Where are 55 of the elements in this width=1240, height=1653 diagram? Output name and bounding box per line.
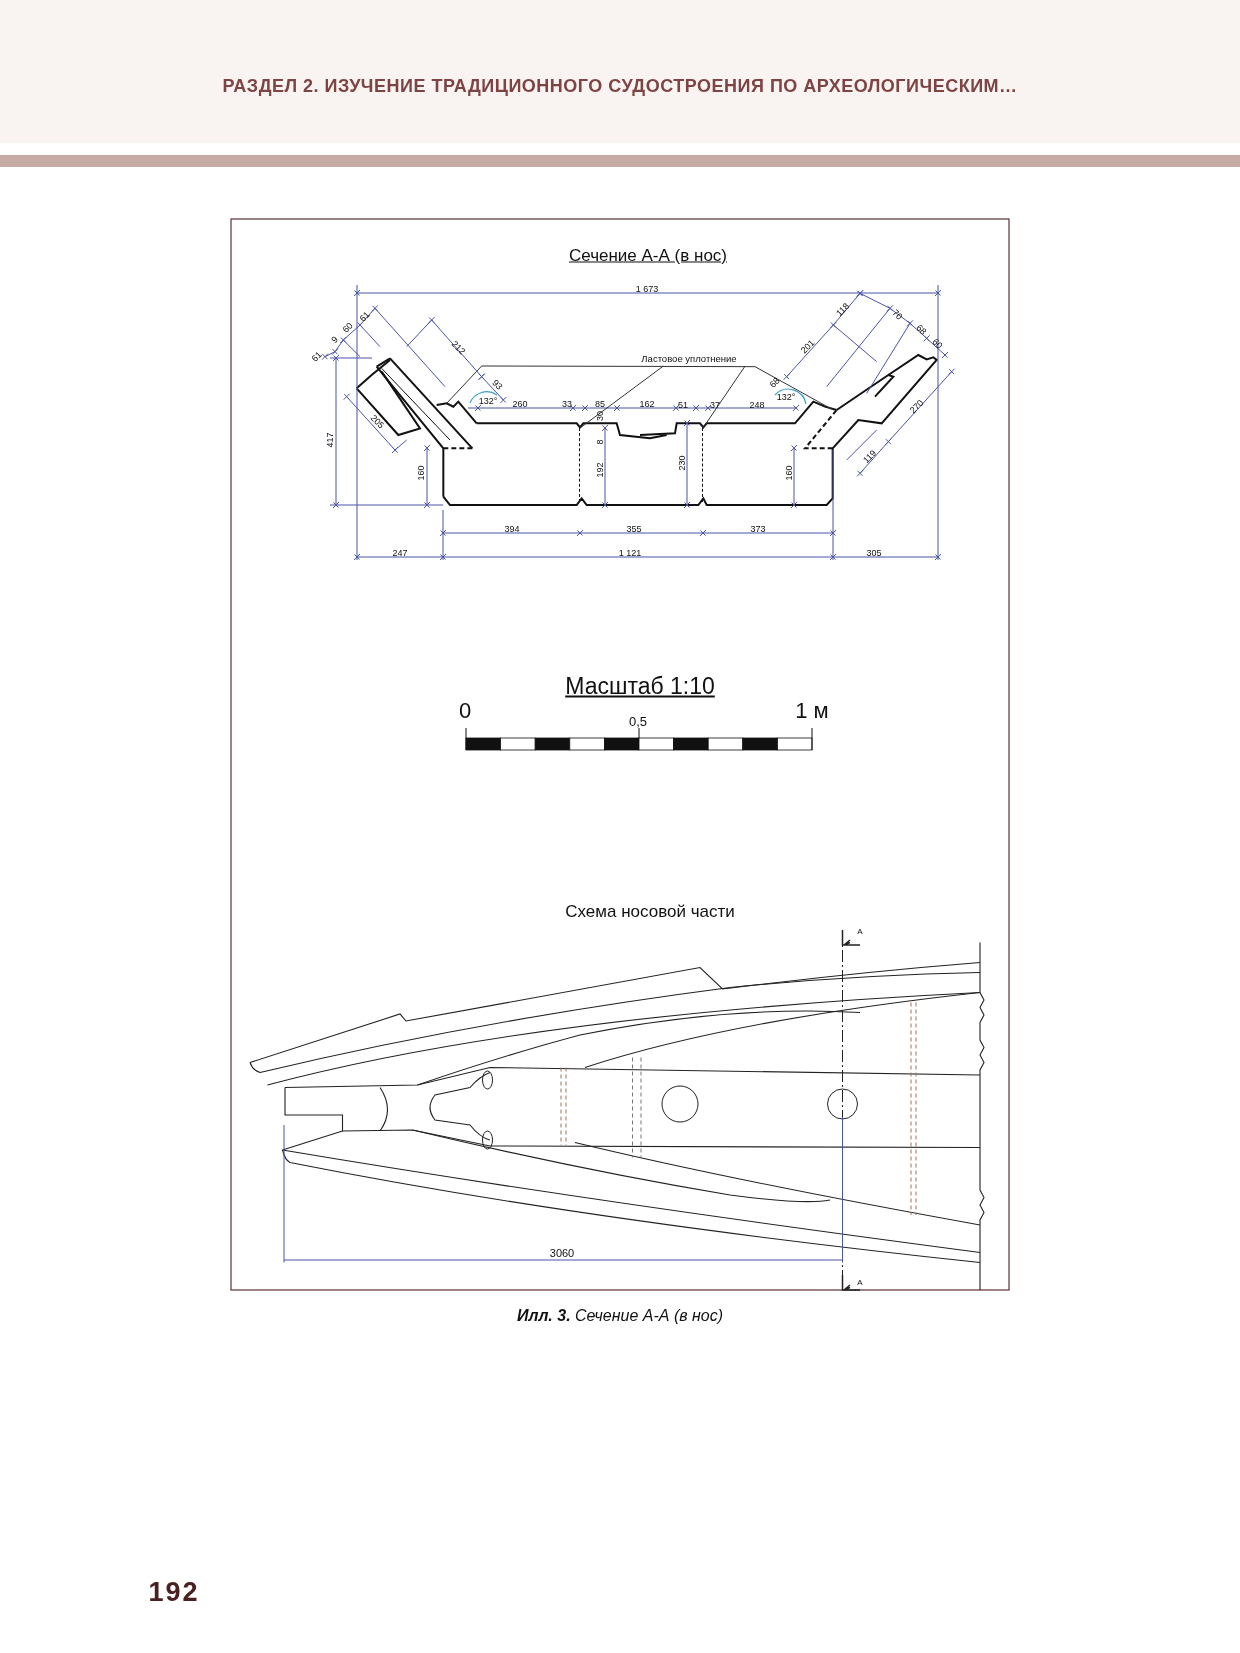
dimension-label: 68 [768,376,782,390]
dimension-label: 160 [784,465,794,481]
dimension-label: 270 [908,398,926,416]
dimension-label: 248 [749,400,765,410]
dimension-label: 192 [595,462,605,478]
scale-tick-label: 0 [458,700,472,722]
dimension-label: 70 [890,308,904,322]
dimension-label: 305 [866,548,882,558]
section-mark-label: А [857,928,863,936]
dimension-label: 212 [449,339,467,357]
seam-line [702,428,704,502]
dimension-label: 60 [930,337,944,351]
dimension-label: 8 [595,439,605,445]
dimension-label: 247 [392,548,408,558]
section-heading: Сечение А-А (в нос) [569,246,727,264]
dimension-label: 93 [490,378,504,392]
dimension-label: 1 673 [635,284,659,294]
dimension-label: 60 [341,321,355,335]
dimension-label: 230 [677,455,687,471]
figure-caption: Илл. 3. Сечение А-А (в нос) [516,1308,724,1324]
scale-tick-label: 0,5 [628,714,648,728]
dimension-label: 30 [595,411,605,421]
dimension-label: 201 [799,338,817,356]
dimension-label: 33 [562,399,572,409]
dimension-label: 260 [512,399,528,409]
dimension-label: 394 [504,524,520,534]
leader-line [702,365,746,429]
angle-label: 132° [478,396,498,406]
scale-tick-label: 1 м [795,700,829,722]
dimension-label: 68 [914,323,928,337]
dimension-label: 417 [325,432,335,448]
dimension-label: 119 [861,448,879,466]
running-header: РАЗДЕЛ 2. ИЗУЧЕНИЕ ТРАДИЦИОННОГО СУДОСТРОЕНИЯ ПО АРХЕОЛОГИЧЕСКИМ… [222,77,1018,95]
dimension-label: 162 [639,399,655,409]
dimension-label: 373 [750,524,766,534]
dimension-label: 3060 [549,1247,575,1259]
dimension-label: 51 [678,400,688,410]
dimension-label: 118 [834,301,852,319]
dimension-label: 9 [330,335,340,345]
scale-heading: Масштаб 1:10 [565,674,715,698]
callout-label: Ластовое уплотнение [628,352,750,366]
dimension-label: 355 [626,524,642,534]
dimension-label: 61 [310,350,324,364]
leader-line [579,365,664,429]
dimension-label: 37 [710,400,720,410]
dimension-label: 85 [595,399,605,409]
dimension-label: 160 [416,465,426,481]
seam-line [579,428,581,502]
section-mark-label: А [857,1279,863,1287]
page-number: 192 [148,1578,200,1606]
dimension-label: 61 [358,310,372,324]
angle-label: 132° [776,392,796,402]
dimension-label: 1 121 [618,548,642,558]
dimension-label: 205 [368,413,386,431]
drawing-heading: Схема носовой части [565,902,735,920]
